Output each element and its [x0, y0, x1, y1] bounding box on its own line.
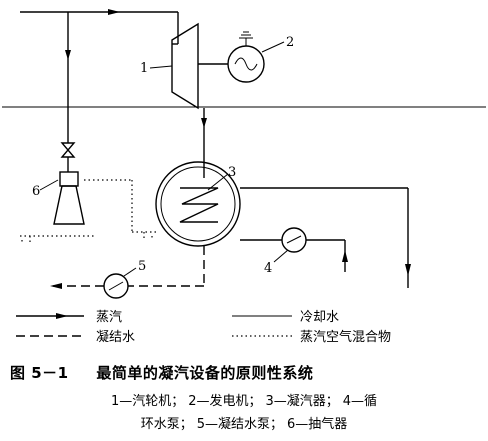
circ-pump-label: 4 — [264, 261, 272, 276]
legend-condensate-label: 凝结水 — [96, 329, 135, 345]
legend-steam-arrow — [56, 313, 68, 319]
figure-caption-title: 图 5－1 最简单的凝汽设备的原则性系统 — [10, 362, 480, 383]
steam-air-line — [84, 179, 156, 240]
legend: 蒸汽 冷却水 凝结水 蒸汽空气混合物 — [16, 310, 391, 345]
generator-label-leader — [261, 41, 285, 53]
condenser-label-leader — [207, 173, 229, 191]
caption-legend-line-1: 1—汽轮机；2—发电机；3—凝汽器；4—循 — [0, 390, 488, 409]
cond-pump-label: 5 — [138, 259, 146, 274]
exhaust-steam-line — [201, 108, 207, 178]
cond-pump-label-leader — [123, 267, 137, 277]
condenser-label: 3 — [228, 165, 236, 180]
cooling-water-outlet — [240, 187, 411, 288]
condenser — [155, 161, 241, 247]
legend-steam-label: 蒸汽 — [96, 310, 122, 325]
caption-item-condenser: 3—凝汽器； — [265, 394, 339, 409]
caption-item-ejector: 6—抽气器 — [287, 417, 348, 432]
main-steam-line — [20, 9, 179, 45]
ejector-label-leader — [39, 179, 59, 191]
ejector-steam-line — [60, 12, 76, 172]
circ-pump-label-leader — [273, 249, 289, 263]
legend-cooling-label: 冷却水 — [300, 310, 339, 325]
condensate-pump — [103, 273, 129, 299]
generator-label: 2 — [286, 35, 294, 50]
circulating-pump — [281, 227, 307, 253]
turbine-label-leader — [149, 65, 173, 69]
cooling-water-inlet — [240, 239, 348, 272]
caption-item-turbine: 1—汽轮机； — [110, 394, 185, 409]
generator — [227, 31, 265, 83]
caption-item-generator: 2—发电机； — [188, 394, 262, 409]
caption-legend-line-2: 环水泵；5—凝结水泵； 6—抽气器 — [0, 413, 488, 432]
condensate-line — [50, 246, 205, 289]
turbine — [171, 22, 199, 110]
ejector-exhaust — [20, 235, 96, 244]
figure-title: 最简单的凝汽设备的原则性系统 — [96, 364, 314, 382]
ejector — [53, 171, 85, 225]
figure-number: 图 5－1 — [10, 364, 69, 382]
caption-item-circ-pump-a: 4—循 — [342, 394, 378, 409]
legend-mix-label: 蒸汽空气混合物 — [300, 329, 391, 345]
caption-item-circ-pump-b: 环水泵； — [140, 417, 193, 432]
turbine-label: 1 — [140, 61, 148, 76]
ejector-label: 6 — [32, 184, 40, 199]
caption-item-cond-pump: 5—凝结水泵； — [196, 417, 283, 432]
